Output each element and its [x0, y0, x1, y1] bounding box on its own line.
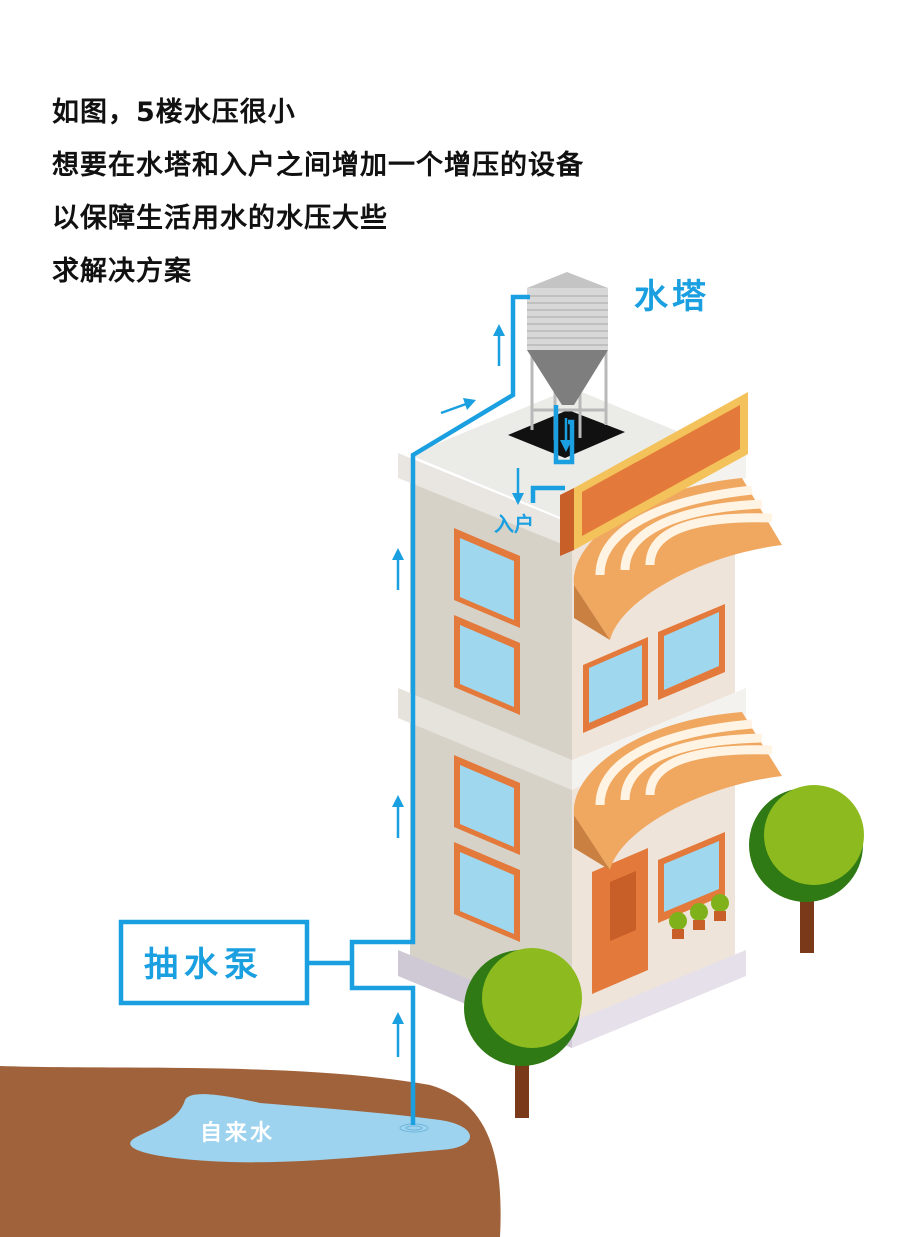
question-text: 如图，5楼水压很小 想要在水塔和入户之间增加一个增压的设备 以保障生活用水的水压… [52, 86, 584, 298]
entry-pipe [530, 485, 565, 503]
pump-label: 抽水泵 [144, 945, 264, 985]
supply-pipe [349, 294, 530, 1125]
question-line-2: 想要在水塔和入户之间增加一个增压的设备 [52, 150, 584, 181]
left-windows [454, 528, 520, 942]
downpipe-to-entry [553, 405, 575, 465]
right-windows [583, 604, 725, 923]
tower-roof [527, 272, 608, 288]
tap-water-puddle [130, 1094, 470, 1163]
flower-pots [669, 894, 729, 939]
tower-tank-ribs [527, 295, 608, 346]
sign-board-side [560, 488, 574, 556]
lower-awning [573, 712, 782, 870]
flow-arrows [392, 324, 572, 1057]
tap-water-label: 自来水 [200, 1120, 275, 1146]
base-right [572, 950, 746, 1048]
roof-edge-left [398, 453, 572, 548]
sign-board-inner [582, 405, 740, 536]
tower-tank [527, 288, 608, 350]
pump-box [118, 919, 310, 1006]
floor-band-left [398, 688, 572, 790]
door-panel [610, 871, 636, 941]
question-line-1: 如图，5楼水压很小 [52, 97, 296, 128]
tower-cone [527, 350, 608, 405]
water-ripple-inner [405, 1125, 423, 1131]
question-line-3: 以保障生活用水的水压大些 [52, 203, 388, 234]
household-entry-label: 入户 [494, 512, 534, 536]
tree-right [749, 785, 864, 953]
water-pipes [307, 294, 575, 1125]
water-tower-label: 水塔 [634, 277, 710, 317]
tree-left [464, 948, 582, 1118]
question-line-4: 求解决方案 [52, 256, 192, 287]
